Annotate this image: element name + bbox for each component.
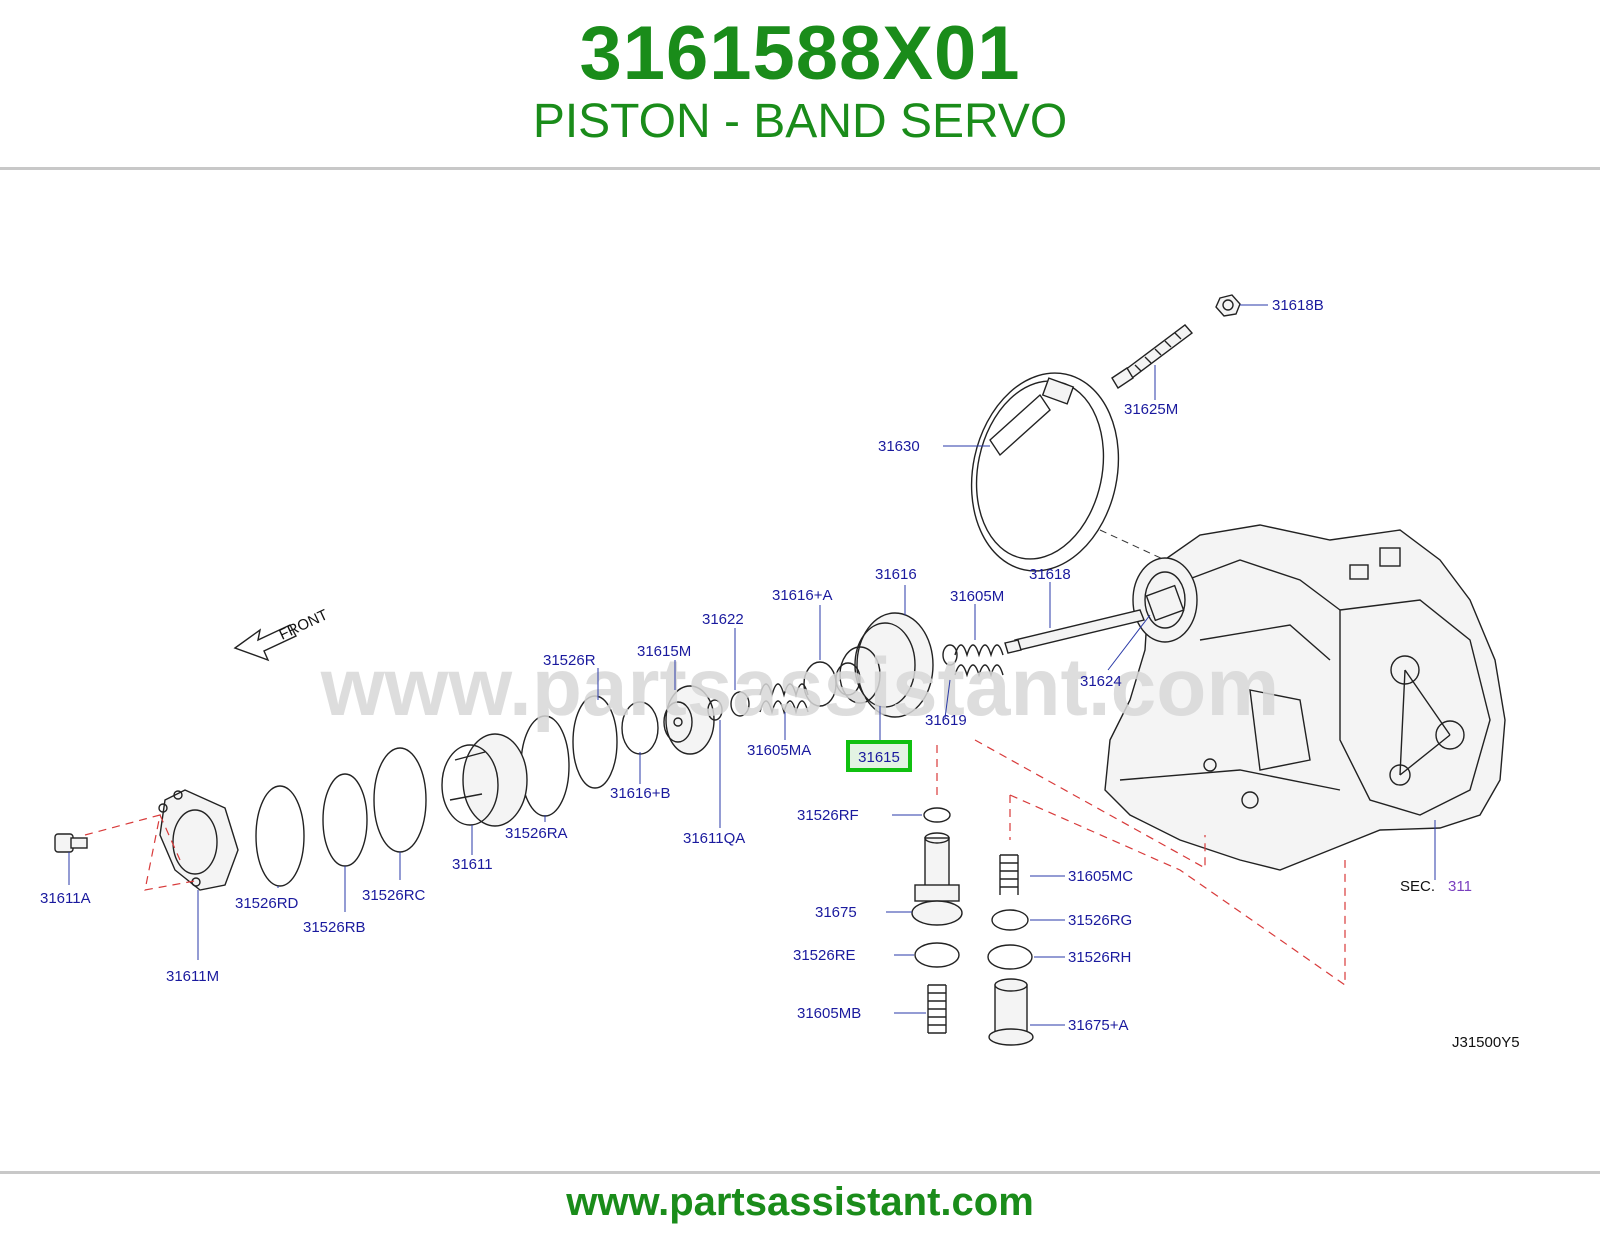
callout-31611A[interactable]: 31611A xyxy=(40,890,91,907)
callout-31619[interactable]: 31619 xyxy=(925,712,967,729)
highlighted-part-box xyxy=(846,740,912,772)
brake-band-drawing xyxy=(970,372,1120,572)
callout-31526RE[interactable]: 31526RE xyxy=(793,947,856,964)
o-ring-31526RG-drawing xyxy=(991,909,1029,931)
callout-31605M[interactable]: 31605M xyxy=(950,588,1004,605)
servo-rod-drawing xyxy=(1004,609,1145,654)
front-arrow: FRONT xyxy=(233,606,331,662)
callout-31675[interactable]: 31675 xyxy=(815,904,857,921)
callout-31618B[interactable]: 31618B xyxy=(1272,297,1324,314)
callout-31624[interactable]: 31624 xyxy=(1080,673,1122,690)
section-label: SEC. xyxy=(1400,878,1435,895)
watermark-text: www.partsassistant.com xyxy=(320,642,1280,733)
o-ring-31526R-drawing xyxy=(572,695,618,789)
adjusting-stud-drawing xyxy=(1111,294,1241,389)
callout-31611QA[interactable]: 31611QA xyxy=(683,830,745,847)
footer-divider xyxy=(0,1171,1600,1174)
drawing-code: J31500Y5 xyxy=(1452,1034,1520,1051)
transmission-case-drawing xyxy=(1104,524,1506,871)
callout-31526RD[interactable]: 31526RD xyxy=(235,895,299,912)
callout-31611M[interactable]: 31611M xyxy=(166,968,219,985)
spring-31605MB-drawing xyxy=(927,984,947,1034)
callout-31616B[interactable]: 31616+B xyxy=(610,785,670,802)
callout-31605MB[interactable]: 31605MB xyxy=(797,1005,861,1022)
callout-31615M[interactable]: 31615M xyxy=(637,643,691,660)
callout-31526RA[interactable]: 31526RA xyxy=(505,825,568,842)
part-name-subtitle: PISTON - BAND SERVO xyxy=(532,95,1068,148)
callout-highlighted-31615[interactable]: 31615 xyxy=(858,749,900,766)
callout-31625M[interactable]: 31625M xyxy=(1124,401,1178,418)
callout-31526RH[interactable]: 31526RH xyxy=(1068,949,1131,966)
o-ring-31526RB-drawing xyxy=(322,773,368,867)
section-number-link[interactable]: 311 xyxy=(1448,878,1472,895)
return-spring-31605MA-drawing xyxy=(730,683,809,717)
return-spring-31605M-drawing xyxy=(942,644,1004,678)
callout-31630[interactable]: 31630 xyxy=(878,438,920,455)
callout-31526RF[interactable]: 31526RF xyxy=(797,807,859,824)
accumulator-piston-31675A-drawing xyxy=(988,978,1034,1046)
footer-website-link[interactable]: www.partsassistant.com xyxy=(566,1180,1034,1224)
o-ring-31526RC-drawing xyxy=(373,747,427,853)
o-ring-31526RD-drawing xyxy=(255,785,305,887)
header-divider xyxy=(0,167,1600,170)
front-label: FRONT xyxy=(277,606,331,643)
snap-ring-31611QA-drawing xyxy=(707,699,723,721)
callout-31618[interactable]: 31618 xyxy=(1029,566,1071,583)
callout-31616[interactable]: 31616 xyxy=(875,566,917,583)
callout-31526RB[interactable]: 31526RB xyxy=(303,919,366,936)
page-header: 3161588X01 PISTON - BAND SERVO xyxy=(0,0,1600,168)
o-ring-31526RH-drawing xyxy=(987,944,1033,970)
bolt-31611A-drawing xyxy=(54,833,88,853)
callout-31675A[interactable]: 31675+A xyxy=(1068,1017,1128,1034)
o-ring-31526RF-drawing xyxy=(923,807,951,823)
callout-31622[interactable]: 31622 xyxy=(702,611,744,628)
servo-retainer-31611-drawing xyxy=(441,733,528,827)
callout-31526R[interactable]: 31526R xyxy=(543,652,596,669)
callout-31526RG[interactable]: 31526RG xyxy=(1068,912,1132,929)
piston-31616-drawing xyxy=(835,612,934,718)
callout-31611[interactable]: 31611 xyxy=(452,856,493,873)
accumulator-piston-31675-drawing xyxy=(911,832,963,926)
callout-31616A[interactable]: 31616+A xyxy=(772,587,832,604)
o-ring-31526RE-drawing xyxy=(914,942,960,968)
exploded-parts-diagram: FRONT www.partsassistant.com 31615 31618… xyxy=(0,170,1600,1170)
diagram-svg: FRONT www.partsassistant.com 31615 31618… xyxy=(40,294,1520,1051)
seal-ring-31616A-drawing xyxy=(803,661,837,707)
callout-31605MC[interactable]: 31605MC xyxy=(1068,868,1133,885)
servo-cover-31611M-drawing xyxy=(158,789,239,891)
callout-31605MA[interactable]: 31605MA xyxy=(747,742,811,759)
callout-31526RC[interactable]: 31526RC xyxy=(362,887,426,904)
spring-31605MC-drawing xyxy=(999,854,1019,895)
part-number-title: 3161588X01 xyxy=(579,11,1021,96)
